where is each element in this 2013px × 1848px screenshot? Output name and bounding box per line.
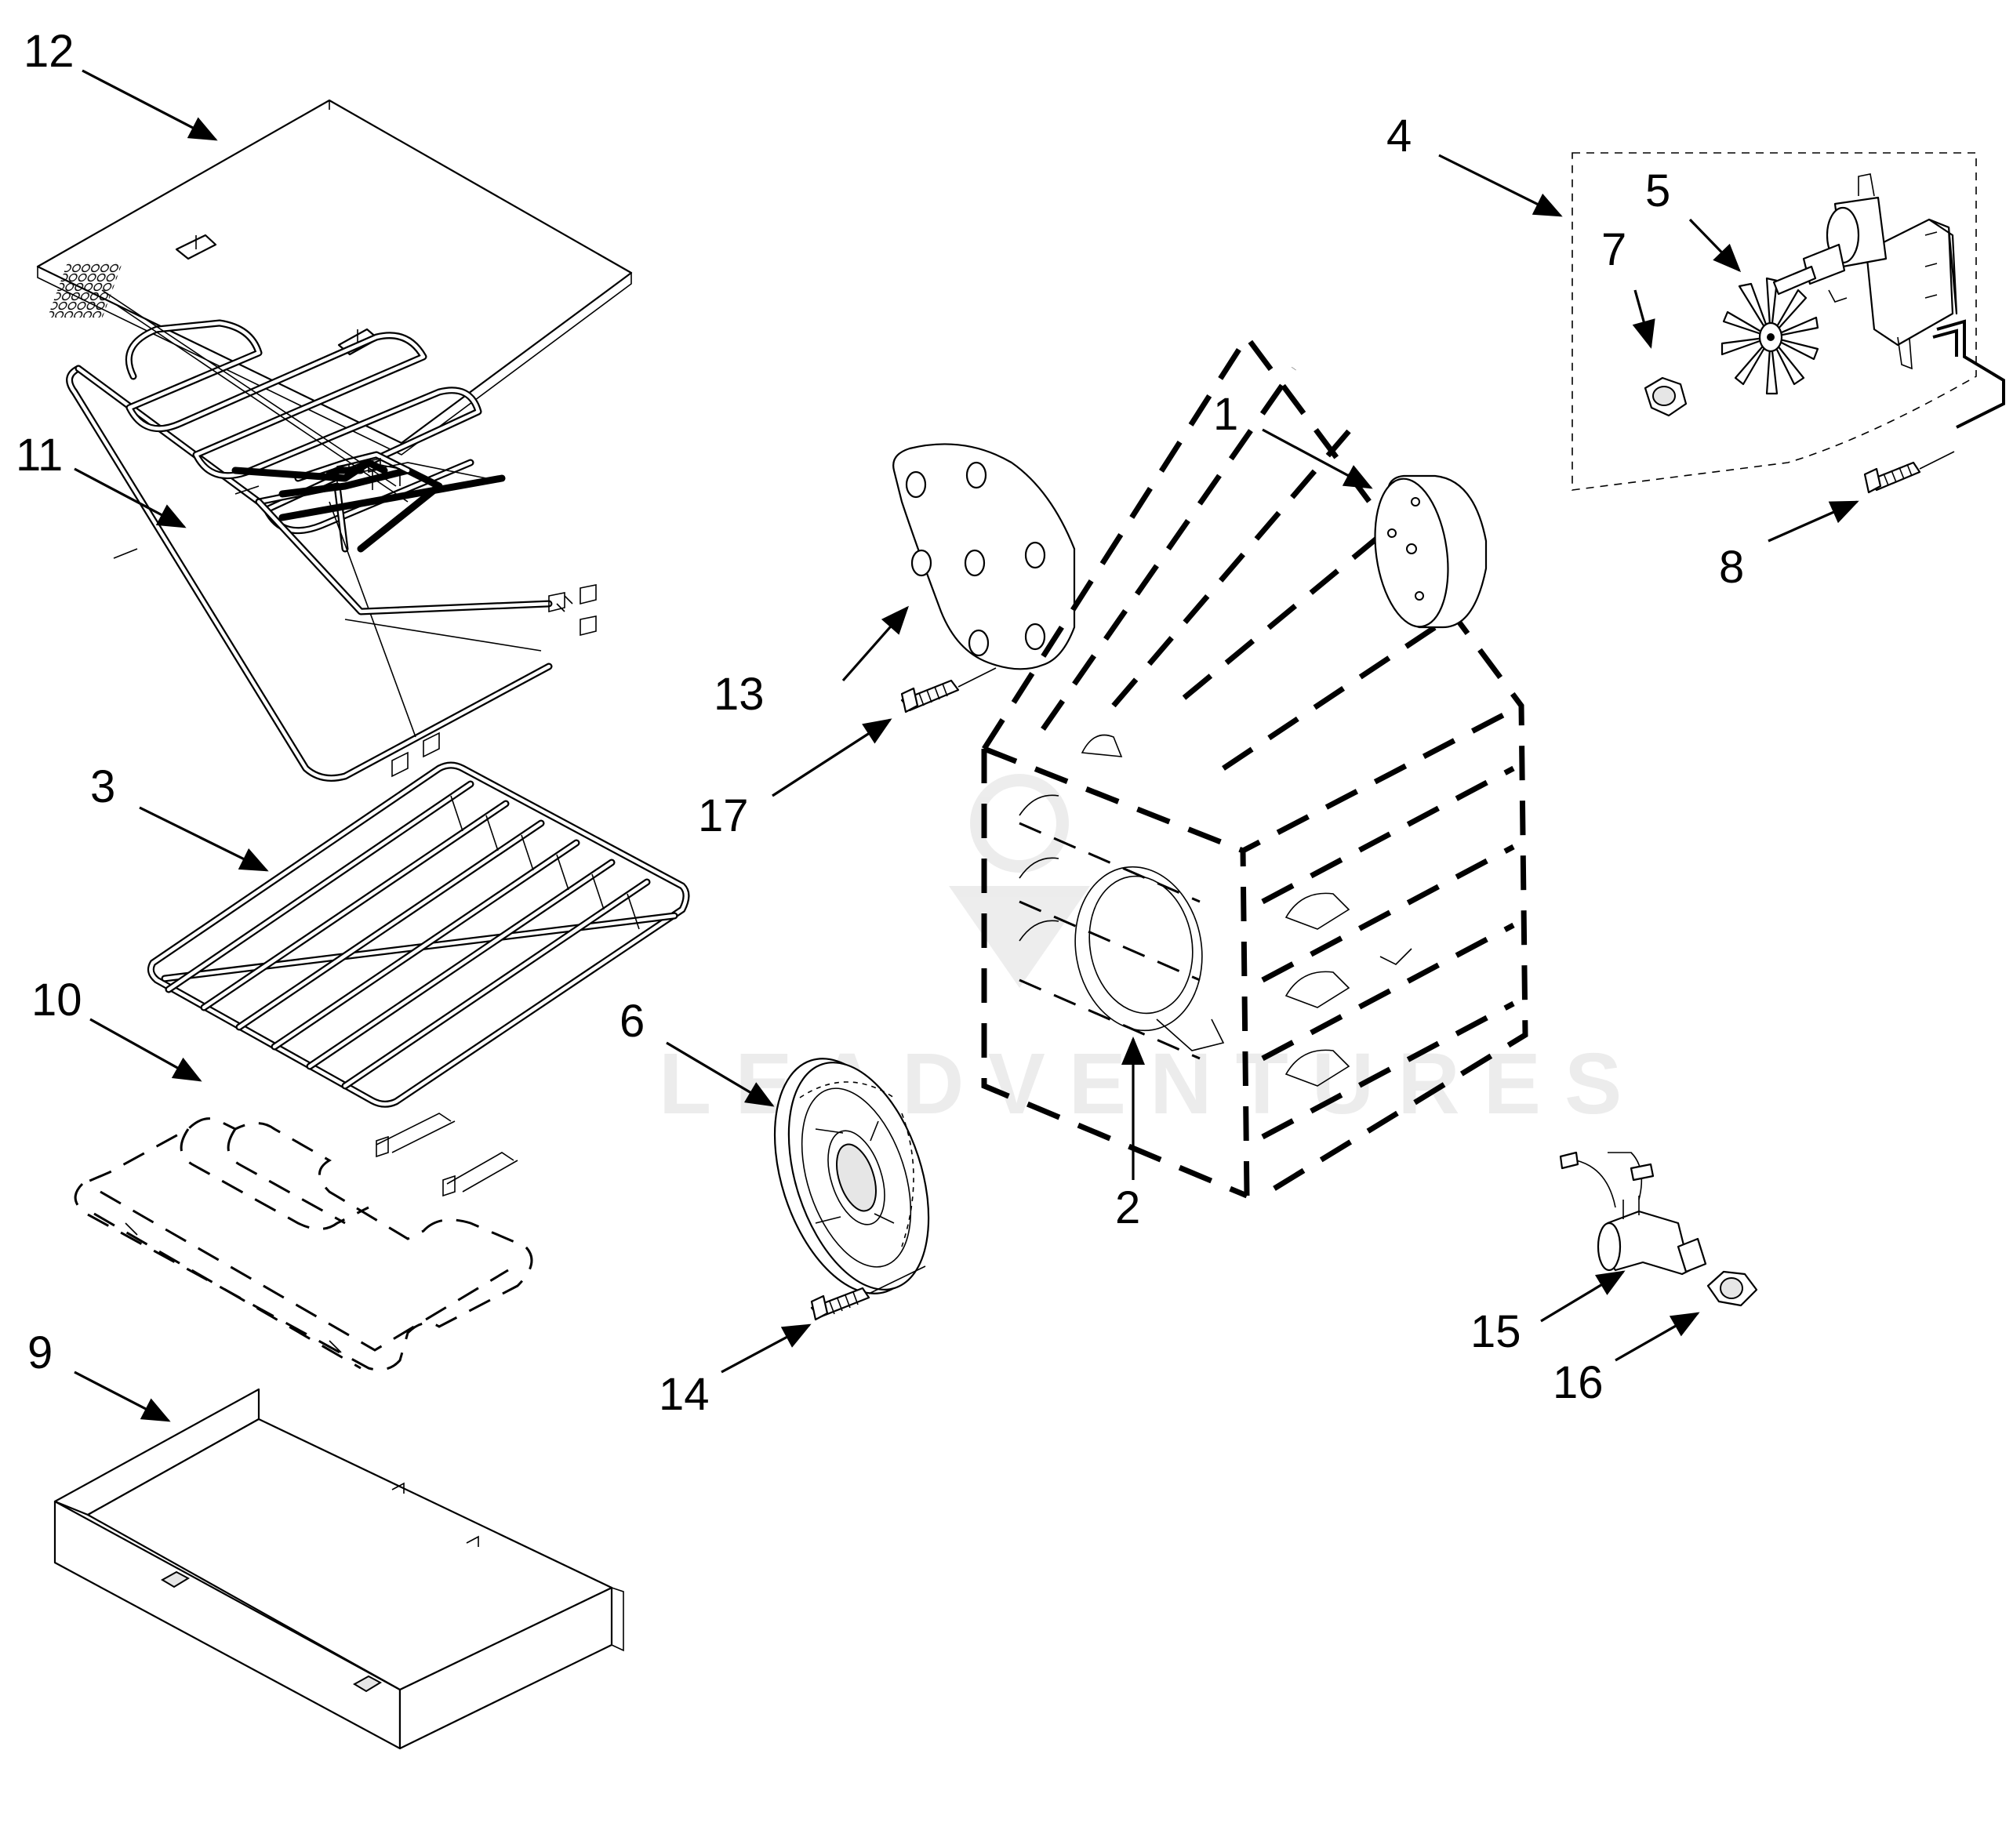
part-8-screw [1863, 451, 1955, 494]
part-9-bottom-pan [53, 1388, 624, 1750]
part-13-rear-baffle-plate [892, 443, 1076, 670]
part-4-fan-motor-assembly-outline [1572, 152, 1977, 491]
callout-8: 8 [1719, 542, 1744, 593]
part-2-oven-cavity [981, 332, 1528, 1199]
callout-3: 3 [90, 761, 115, 812]
callout-7: 7 [1601, 224, 1626, 275]
part-11-broil-element [66, 289, 597, 782]
part-15-temperature-sensor [1559, 1151, 1707, 1276]
part-14-screw [810, 1265, 926, 1321]
callout-10: 10 [31, 975, 82, 1026]
callout-15: 15 [1470, 1306, 1521, 1357]
part-6-fan-cover [773, 1058, 930, 1294]
callout-numbers: 1 2 3 4 5 6 7 8 9 10 11 12 13 14 15 16 1… [16, 26, 1744, 1420]
part-10-bake-element [74, 1113, 533, 1371]
part-7-nut [1644, 376, 1688, 417]
callout-4: 4 [1386, 111, 1412, 162]
callout-leaders [74, 69, 1859, 1422]
fan-motor [1772, 173, 2005, 429]
callout-6: 6 [620, 996, 645, 1047]
callout-5: 5 [1645, 165, 1670, 216]
part-17-screw [900, 667, 997, 713]
part-16-nut [1706, 1270, 1758, 1307]
callout-1: 1 [1213, 389, 1238, 440]
part-1-convection-disc [1374, 474, 1488, 629]
callout-13: 13 [714, 669, 765, 720]
callout-17: 17 [698, 790, 749, 841]
watermark-logo [949, 774, 1090, 988]
callout-2: 2 [1115, 1182, 1140, 1233]
part-12-top-cover-panel [36, 99, 633, 456]
callout-9: 9 [27, 1327, 53, 1378]
callout-11: 11 [16, 430, 63, 481]
part-5-fan-blade [1720, 277, 1819, 395]
callout-16: 16 [1553, 1357, 1604, 1408]
callout-12: 12 [24, 26, 74, 77]
callout-14: 14 [659, 1369, 710, 1420]
part-3-oven-rack [147, 761, 690, 1108]
